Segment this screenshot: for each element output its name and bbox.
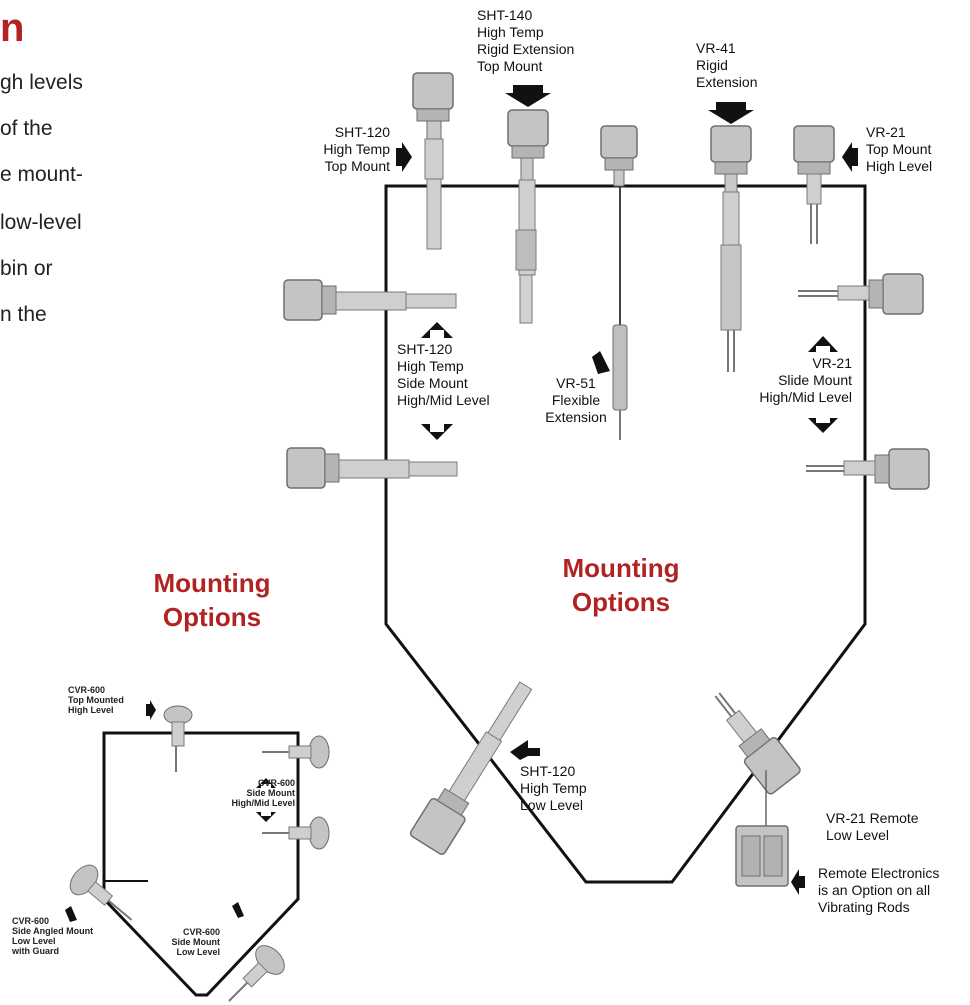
- intro-line: e mount-: [0, 163, 83, 186]
- vr21-side-lower-probe: [806, 448, 930, 490]
- intro-line: bin or: [0, 257, 53, 280]
- secondary-heading: Mounting Options: [153, 568, 271, 632]
- label-cvr-side-low: CVR-600 Side Mount Low Level: [171, 927, 221, 957]
- vr21-side-upper-probe: [798, 273, 924, 315]
- small-arrow-icon: [65, 700, 276, 922]
- label-cvr-side-mid: CVR-600 Side Mount High/Mid Level: [231, 778, 295, 808]
- label-sht120-low: SHT-120 High Temp Low Level: [520, 763, 587, 813]
- cvr-angled-probe: [69, 864, 133, 921]
- label-cvr-top: CVR-600 Top Mounted High Level: [68, 685, 124, 715]
- label-cvr-angled: CVR-600 Side Angled Mount Low Level with…: [12, 916, 94, 956]
- intro-line: low-level: [0, 211, 82, 234]
- vr41-probe: [710, 125, 752, 372]
- label-vr51: VR-51 Flexible Extension: [545, 375, 607, 425]
- label-vr21-side: VR-21 Slide Mount High/Mid Level: [759, 355, 852, 405]
- main-heading: Mounting Options: [562, 553, 680, 617]
- sht120-low-probe: [409, 681, 533, 855]
- sht120-side-lower-probe: [286, 447, 458, 489]
- remote-electronics-box: [735, 770, 789, 887]
- cvr-side-lower-probe: [262, 816, 330, 850]
- label-vr21-top: VR-21 Top Mount High Level: [866, 124, 933, 174]
- sht140-probe: [507, 109, 549, 324]
- cvr-top-probe: [163, 705, 193, 772]
- vr21-remote-probe: [714, 692, 801, 795]
- intro-line: n the: [0, 303, 47, 326]
- label-vr21-remote: VR-21 Remote Low Level: [826, 810, 919, 843]
- sht120-top-probe: [412, 72, 454, 250]
- arrow-icon: [396, 85, 858, 895]
- label-remote-electronics: Remote Electronics is an Option on all V…: [818, 865, 940, 915]
- intro-line: of the: [0, 117, 53, 140]
- main-bin-outline: [384, 184, 867, 884]
- intro-line: gh levels: [0, 71, 83, 94]
- label-sht120-top: SHT-120 High Temp Top Mount: [323, 124, 390, 174]
- label-vr41: VR-41 Rigid Extension: [696, 40, 758, 90]
- cvr-side-upper-probe: [262, 735, 330, 769]
- label-sht120-side: SHT-120 High Temp Side Mount High/Mid Le…: [397, 341, 490, 408]
- cvr-side-low-probe: [228, 945, 285, 1002]
- label-sht140: SHT-140 High Temp Rigid Extension Top Mo…: [477, 7, 575, 74]
- intro-title-fragment: n: [0, 6, 25, 50]
- sht120-side-upper-probe: [283, 279, 457, 321]
- vr51-probe: [600, 125, 638, 440]
- vr21-top-probe: [793, 125, 835, 244]
